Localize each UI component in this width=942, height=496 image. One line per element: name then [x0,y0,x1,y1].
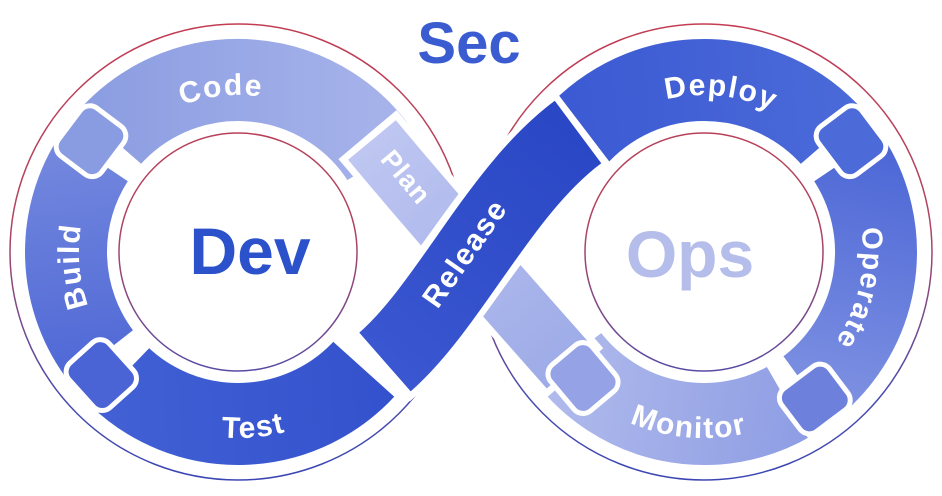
ops-title: Ops [626,217,754,291]
code-end-tab [53,103,129,180]
sec-title: Sec [417,11,520,76]
code-segment [71,32,425,188]
dev-title: Dev [189,214,310,288]
build-end-tab [63,337,139,414]
release-ribbon [358,100,603,392]
test-label: Test [221,406,288,445]
deploy-end-tab [813,103,889,180]
deploy-segment [524,33,871,182]
right-loop-inner-ring [584,132,824,372]
build-label: Build [53,222,95,313]
left-loop-inner-ring [118,132,358,372]
build-segment [19,128,141,388]
monitor-end-tab [545,340,621,416]
test-segment [84,334,402,471]
operate-segment [776,128,923,430]
operate-end-tab [776,361,853,437]
